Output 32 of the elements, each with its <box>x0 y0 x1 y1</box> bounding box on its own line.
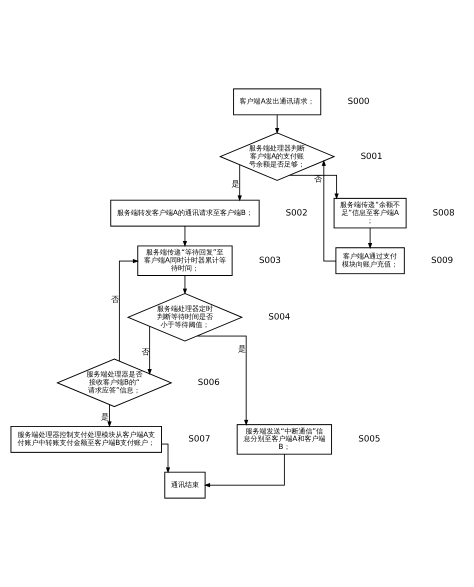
arrow <box>107 404 112 428</box>
node-diamond: 服务端处理器是否接收客户端B的“请求应答”信息； <box>56 358 172 408</box>
node-box: 服务端发送“中断通信”信息分别至客户端A和客户端B； <box>236 424 332 455</box>
arrow <box>182 275 188 295</box>
arrow <box>161 444 170 474</box>
node-box: 服务端处理器控制支付处理模块从客户端A支付账户中转账支付金额至客户端B支付账户； <box>10 426 162 453</box>
node-label: S007 <box>188 434 210 445</box>
node-label: S002 <box>286 208 308 218</box>
arrow <box>238 164 242 202</box>
node-box: 通讯结束 <box>164 472 206 499</box>
node-label: S008 <box>432 208 455 218</box>
arrow <box>204 454 285 488</box>
arrow <box>148 326 152 376</box>
node-box: 客户端A通过支付模块向账户充值； <box>335 247 405 274</box>
arrow <box>368 228 372 250</box>
node-label: S001 <box>360 152 383 162</box>
node-label: S009 <box>431 256 454 266</box>
node-box: 服务端传递“余额不足”信息至客户端A； <box>334 198 407 228</box>
node-label: S000 <box>348 97 370 108</box>
node-label: S006 <box>198 378 220 388</box>
arrow <box>275 114 280 134</box>
node-label: S003 <box>258 256 281 266</box>
node-box: 客户端A发出通讯请求； <box>233 88 322 116</box>
node-diamond: 服务端处理器定时判断等待时间是否小于等待阈值； <box>126 293 244 342</box>
arrow <box>289 174 339 200</box>
arrow <box>196 336 248 426</box>
arrow <box>118 258 139 362</box>
node-box: 服务端传递“等待回复”至客户端A同时计时器累计等待时间； <box>137 245 233 276</box>
arrow <box>182 226 188 248</box>
node-label: S004 <box>268 312 290 323</box>
node-label: S005 <box>358 434 380 445</box>
node-box: 服务端转发客户端A的通讯请求至客户端B； <box>110 200 260 227</box>
